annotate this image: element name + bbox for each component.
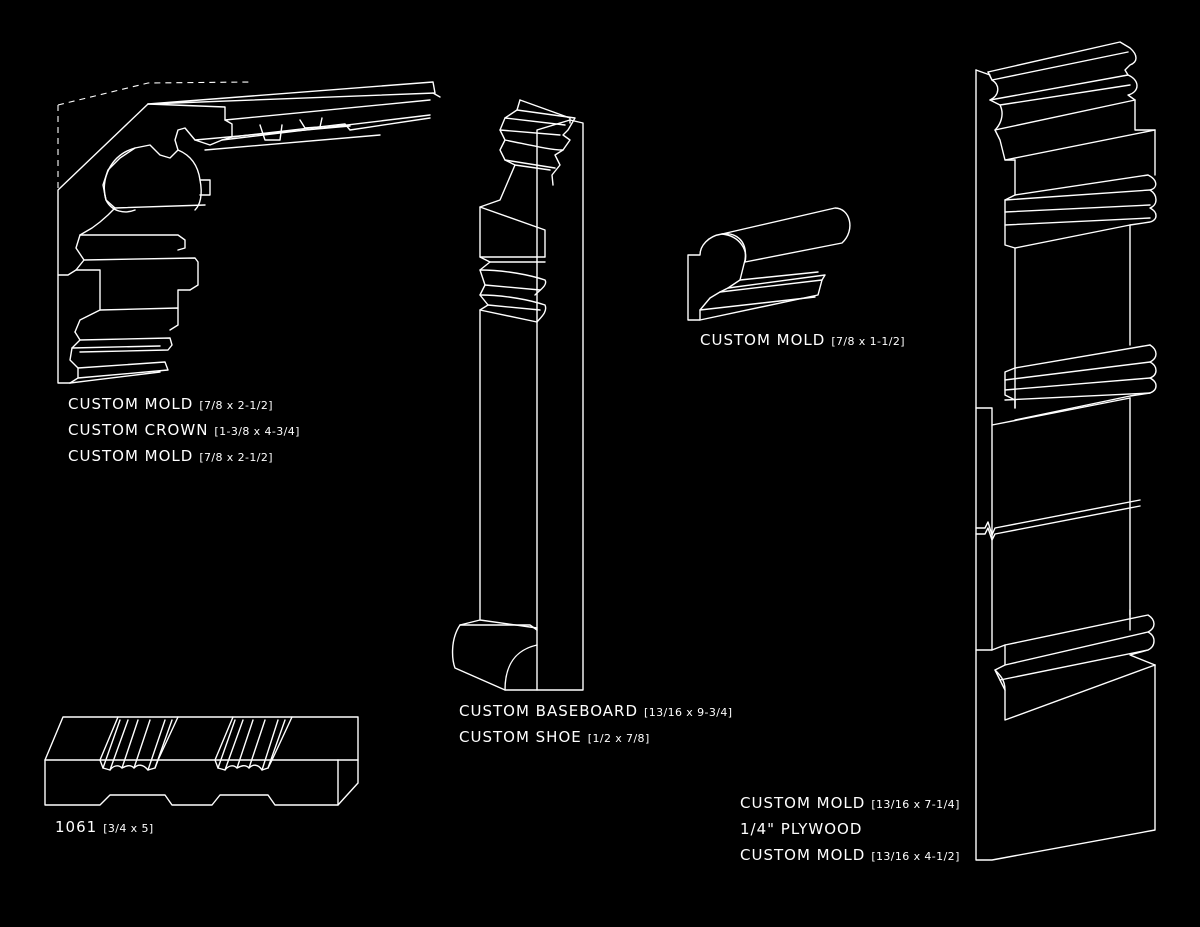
label-name: CUSTOM MOLD [68, 395, 194, 413]
label-line: CUSTOM CROWN [1-3/8 x 4-3/4] [68, 418, 300, 444]
label-name: CUSTOM CROWN [68, 421, 209, 439]
label-name: 1061 [55, 818, 98, 836]
label-dimension: [7/8 x 2-1/2] [199, 451, 273, 464]
label-line: CUSTOM MOLD [7/8 x 2-1/2] [68, 392, 300, 418]
label-dimension: [7/8 x 2-1/2] [199, 399, 273, 412]
label-line: CUSTOM SHOE [1/2 x 7/8] [459, 725, 732, 751]
baseboard-drawing [451, 99, 584, 691]
small-mold-label-group: CUSTOM MOLD [7/8 x 1-1/2] [700, 328, 905, 354]
wainscot-label-group: CUSTOM MOLD[13/16 x 7-1/4] 1/4" PLYWOOD … [740, 791, 960, 869]
casing-1061-label-group: 1061 [3/4 x 5] [55, 815, 154, 841]
label-name: 1/4" PLYWOOD [740, 820, 863, 838]
label-name: CUSTOM MOLD [68, 447, 194, 465]
casing-1061-drawing [44, 716, 359, 806]
label-name: CUSTOM BASEBOARD [459, 702, 639, 720]
wainscot-drawing [975, 41, 1157, 861]
label-line: CUSTOM MOLD [13/16 x 7-1/4] [740, 791, 960, 817]
label-line: CUSTOM MOLD [13/16 x 4-1/2] [740, 843, 960, 869]
label-dimension: [1-3/8 x 4-3/4] [214, 425, 300, 438]
label-dimension: [7/8 x 1-1/2] [831, 335, 905, 348]
label-dimension: [13/16 x 4-1/2] [871, 850, 960, 863]
label-line: CUSTOM MOLD [7/8 x 2-1/2] [68, 444, 300, 470]
label-dimension: [13/16 x 7-1/4] [871, 798, 960, 811]
label-name: CUSTOM MOLD [700, 331, 826, 349]
label-dimension: [3/4 x 5] [103, 822, 154, 835]
label-dimension: [13/16 x 9-3/4] [644, 706, 733, 719]
label-dimension: [1/2 x 7/8] [587, 732, 650, 745]
label-name: CUSTOM MOLD [740, 794, 866, 812]
crown-label-group: CUSTOM MOLD [7/8 x 2-1/2] CUSTOM CROWN [1-… [68, 392, 300, 470]
label-line: 1/4" PLYWOOD [740, 817, 960, 843]
small-mold-drawing [687, 207, 851, 321]
crown-assembly-drawing [57, 81, 441, 384]
label-name: CUSTOM SHOE [459, 728, 582, 746]
label-line: CUSTOM BASEBOARD [13/16 x 9-3/4] [459, 699, 732, 725]
label-line: CUSTOM MOLD [7/8 x 1-1/2] [700, 328, 905, 354]
label-name: CUSTOM MOLD [740, 846, 866, 864]
label-line: 1061 [3/4 x 5] [55, 815, 154, 841]
baseboard-label-group: CUSTOM BASEBOARD [13/16 x 9-3/4] CUSTOM S… [459, 699, 732, 751]
